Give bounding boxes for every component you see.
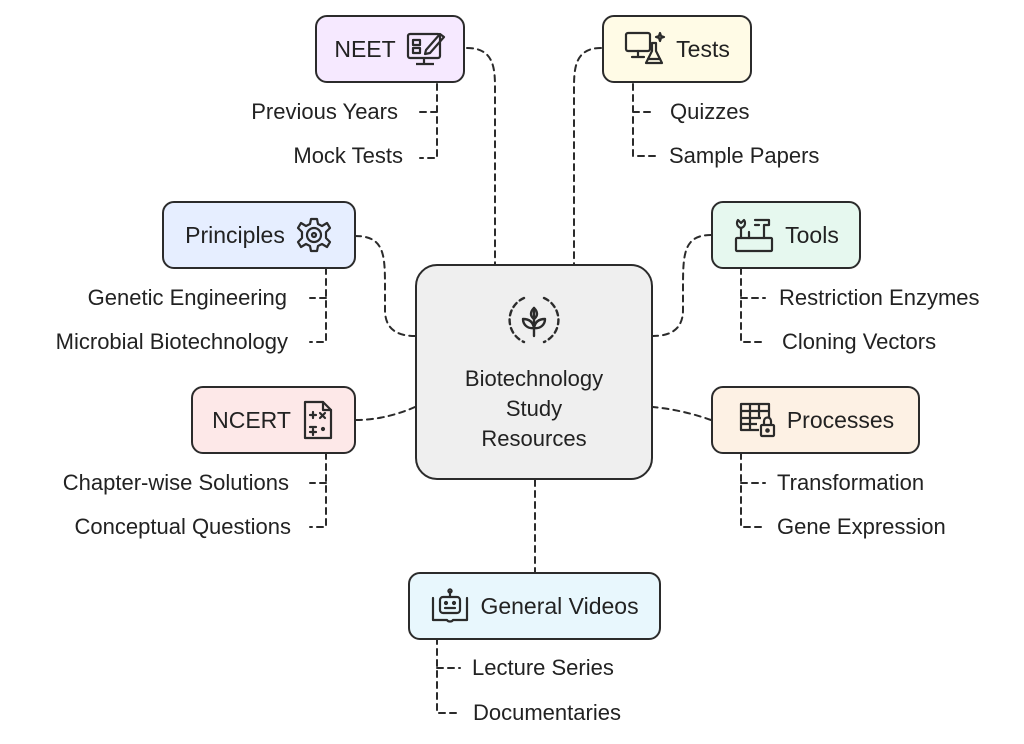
branch-general-videos-label: General Videos	[480, 592, 639, 619]
robot-book-icon	[430, 586, 470, 626]
branch-neet-label: NEET	[334, 35, 396, 62]
branch-processes-label: Processes	[786, 406, 895, 433]
branch-neet[interactable]: NEET	[315, 15, 465, 83]
connector-processes-items	[740, 452, 766, 528]
branch-ncert-label: NCERT	[212, 406, 291, 433]
connector-tools	[652, 234, 712, 337]
connector-neet-items	[419, 83, 438, 160]
branch-tools[interactable]: Tools	[711, 201, 861, 269]
connector-videos-items	[436, 637, 461, 714]
connector-principles-items	[309, 267, 327, 343]
connector-ncert-items	[309, 452, 327, 528]
branch-processes[interactable]: Processes	[711, 386, 920, 454]
leaf-microbial-biotechnology[interactable]: Microbial Biotechnology	[55, 329, 288, 354]
leaf-cloning-vectors[interactable]: Cloning Vectors	[782, 329, 937, 354]
connector-tools-items	[740, 267, 766, 343]
calculation-sheet-icon	[301, 399, 335, 441]
toolbox-icon	[733, 216, 775, 254]
leaf-lecture-series[interactable]: Lecture Series	[472, 655, 614, 680]
branch-tools-label: Tools	[785, 221, 839, 248]
connector-neet	[466, 47, 496, 265]
locked-table-icon	[737, 400, 777, 440]
connector-processes	[652, 406, 712, 421]
gear-icon	[295, 216, 333, 254]
leaf-mock-tests[interactable]: Mock Tests	[293, 143, 403, 168]
connector-principles	[354, 235, 416, 337]
leaf-quizzes[interactable]: Quizzes	[670, 99, 750, 124]
connector-tests-items	[632, 83, 656, 157]
plant-sprout-icon	[504, 290, 564, 358]
leaf-restriction-enzymes[interactable]: Restriction Enzymes	[779, 285, 980, 310]
branch-ncert[interactable]: NCERT	[191, 386, 356, 454]
exam-screen-icon	[406, 30, 446, 68]
branch-principles[interactable]: Principles	[162, 201, 356, 269]
connector-ncert	[355, 406, 416, 421]
lab-computer-icon	[624, 29, 666, 69]
leaf-documentaries[interactable]: Documentaries	[473, 700, 621, 725]
leaf-chapter-wise-solutions[interactable]: Chapter-wise Solutions	[62, 470, 289, 495]
center-title: Biotechnology Study Resources	[464, 366, 604, 451]
leaf-transformation[interactable]: Transformation	[777, 470, 925, 495]
branch-tests[interactable]: Tests	[602, 15, 752, 83]
branch-general-videos[interactable]: General Videos	[408, 572, 661, 640]
leaf-sample-papers[interactable]: Sample Papers	[669, 143, 820, 168]
branch-principles-label: Principles	[185, 221, 285, 248]
leaf-previous-years[interactable]: Previous Years	[251, 99, 398, 124]
connector-tests	[573, 47, 602, 265]
leaf-genetic-engineering[interactable]: Genetic Engineering	[87, 285, 287, 310]
branch-tests-label: Tests	[676, 35, 730, 62]
center-topic[interactable]: Biotechnology Study Resources	[415, 264, 653, 480]
leaf-gene-expression[interactable]: Gene Expression	[777, 514, 946, 539]
leaf-conceptual-questions[interactable]: Conceptual Questions	[74, 514, 291, 539]
